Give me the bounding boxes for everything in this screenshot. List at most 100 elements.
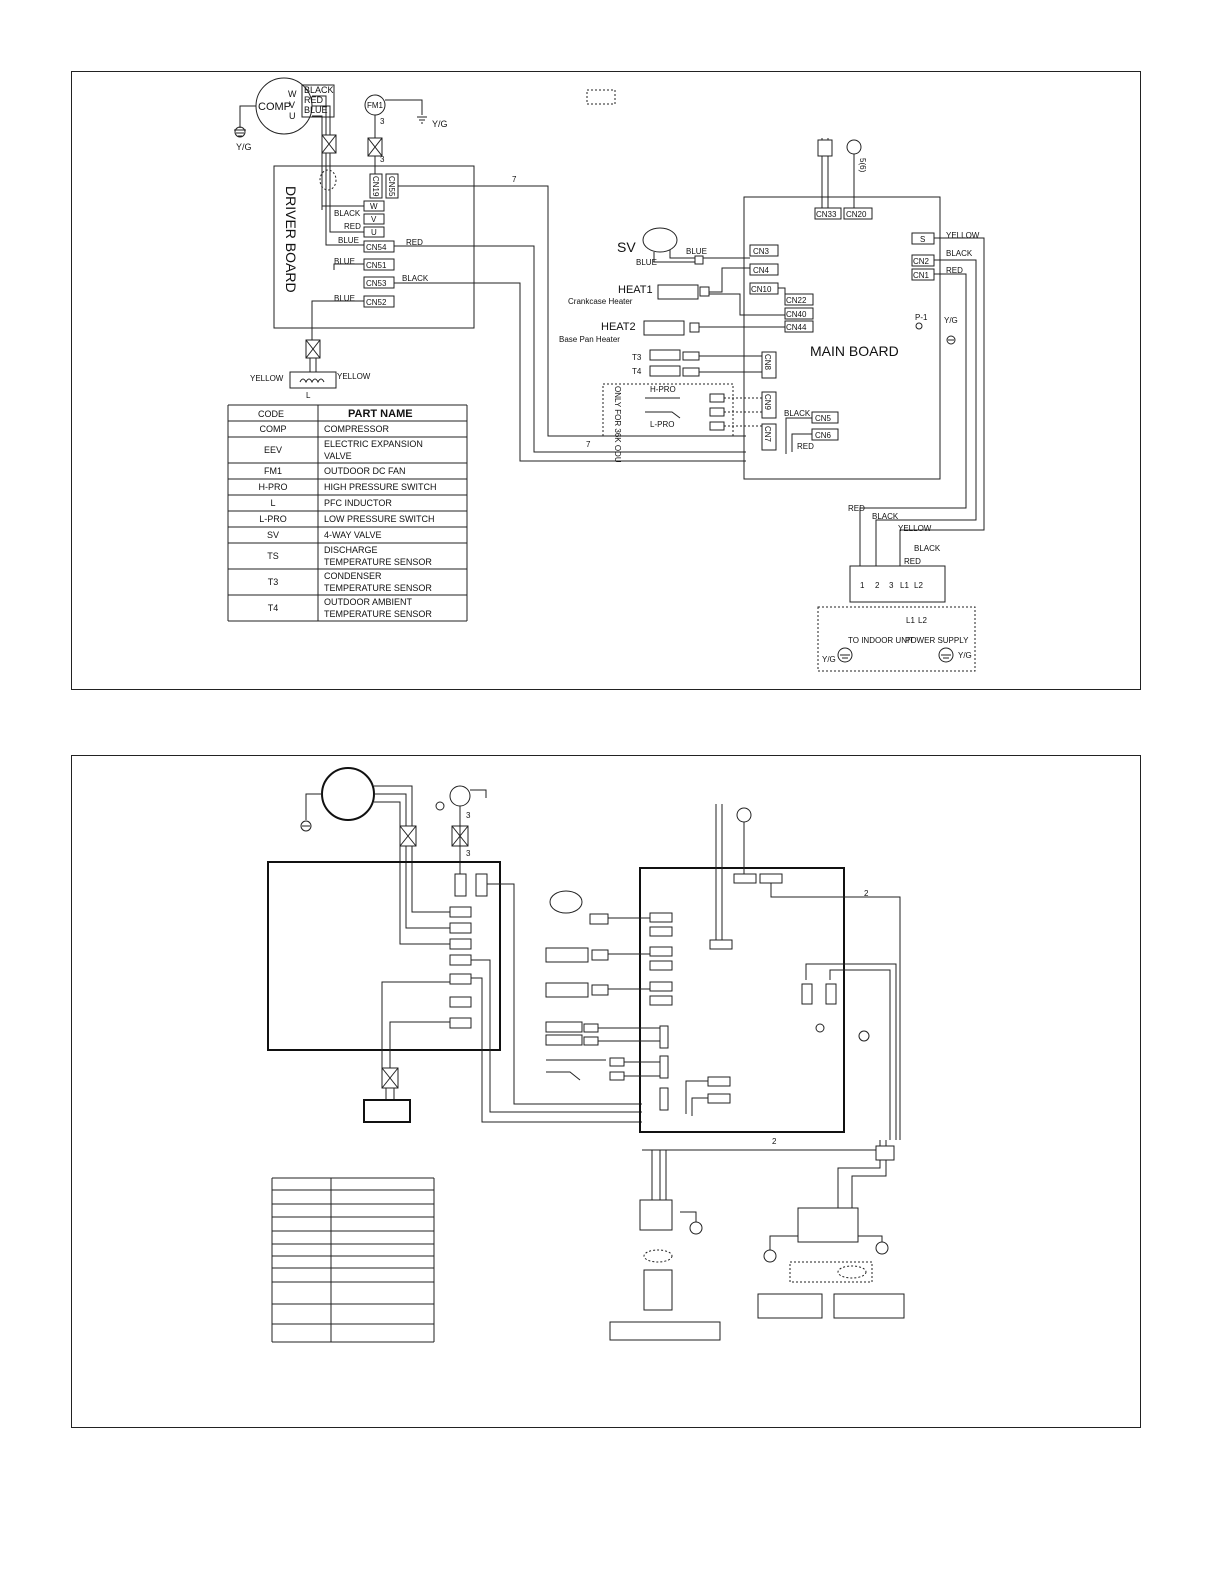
term-1: 1	[860, 581, 865, 590]
t3-symbol	[649, 349, 681, 361]
t4-symbol	[649, 365, 681, 377]
table-name-cell: LOW PRESSURE SWITCH	[324, 514, 435, 524]
cn9-label: CN9	[763, 394, 772, 411]
red-wire-label: RED	[946, 266, 963, 275]
terminal-block-2b	[797, 1207, 859, 1243]
pfc-inductor-2	[363, 1099, 411, 1123]
cn1-label: CN1	[913, 271, 930, 280]
ground-icon	[858, 1030, 870, 1042]
t3-label: T3	[632, 353, 642, 362]
cn22-label: CN22	[786, 296, 807, 305]
main-pin-2	[649, 912, 673, 923]
fan-motor-symbol-2	[449, 785, 471, 807]
gnd-left-label: Y/G	[822, 655, 836, 664]
t4-label: T4	[632, 367, 642, 376]
fan-label: FM1	[367, 101, 384, 110]
comp-label: COMP	[258, 101, 291, 113]
hpro-label: H-PRO	[650, 385, 676, 394]
term-l2: L2	[914, 581, 923, 590]
term-l1: L1	[900, 581, 909, 590]
driver-pin-2	[449, 1017, 472, 1029]
cn10-label: CN10	[751, 285, 772, 294]
main-pin-2	[649, 995, 673, 1006]
to-indoor-label: TO INDOOR UNIT	[848, 636, 914, 645]
cn6-wire-red: RED	[797, 442, 814, 451]
fan-gnd-label: Y/G	[432, 119, 448, 129]
term-wire-yellow: YELLOW	[898, 524, 932, 533]
heat1-label: HEAT1	[618, 284, 653, 296]
comp-wire-red: RED	[304, 95, 324, 105]
gnd-right-label: Y/G	[958, 651, 972, 660]
comp-wire-black: BLACK	[304, 85, 334, 95]
cn3-label: CN3	[753, 247, 770, 256]
cn19-connector	[369, 173, 383, 199]
heat1-desc: Crankcase Heater	[568, 297, 633, 306]
power-supply-label: POWER SUPPLY	[905, 636, 969, 645]
terminal-block	[849, 565, 946, 603]
ground-icon	[763, 1235, 798, 1263]
cn8-label: CN8	[763, 354, 772, 371]
wire-black-2: BLACK	[402, 274, 429, 283]
table-name-cell: HIGH PRESSURE SWITCH	[324, 482, 437, 492]
label-box-c	[833, 1293, 905, 1319]
heat2-symbol	[643, 320, 685, 336]
cn7-label: CN7	[763, 426, 772, 443]
main-board-title: MAIN BOARD	[810, 343, 899, 359]
wire-red-2: RED	[406, 238, 423, 247]
ground-icon	[946, 335, 956, 345]
table-name-cell: CONDENSER	[324, 571, 382, 581]
table-code-cell: L	[270, 498, 275, 508]
only-36k-note: ONLY FOR 36K ODU	[613, 386, 622, 463]
driver-pin-2	[449, 922, 472, 934]
term-wire-black: BLACK	[872, 512, 899, 521]
pfc-label: L	[306, 391, 311, 400]
cn5-wire-black: BLACK	[784, 409, 811, 418]
driver-pin-2	[449, 973, 472, 985]
main-pin-2	[649, 981, 673, 992]
l1-label: L1	[906, 616, 915, 625]
driver-pin-2	[449, 954, 472, 966]
eev-dashed-box	[586, 89, 616, 105]
table-name-cell: TEMPERATURE SENSOR	[324, 557, 432, 567]
comp-gnd-label: Y/G	[236, 142, 252, 152]
ground-icon	[234, 126, 246, 138]
wire-blue: BLUE	[338, 236, 359, 245]
yellow-wire-label: YELLOW	[946, 231, 980, 240]
heat1-symbol	[657, 284, 699, 300]
p1-terminal	[915, 322, 923, 330]
comp-pin-u: U	[289, 111, 296, 121]
table-code-cell: TS	[267, 551, 279, 561]
ground-icon	[435, 801, 445, 811]
ground-icon	[837, 647, 853, 663]
switches-dashed-box	[602, 383, 734, 437]
fan-count-2b: 3	[466, 849, 471, 858]
pin-u: U	[371, 228, 377, 237]
p1-gnd-label: Y/G	[944, 316, 958, 325]
wiring-diagram-unlabeled	[71, 755, 1141, 1428]
count-2a: 2	[864, 889, 869, 898]
wire-blue-3: BLUE	[334, 294, 355, 303]
fan-count-2a: 3	[466, 811, 471, 820]
main-pin-2	[649, 946, 673, 957]
heat2-label: HEAT2	[601, 321, 636, 333]
comp-wire-blue: BLUE	[304, 105, 328, 115]
cn5-label: CN5	[815, 414, 832, 423]
term-3: 3	[889, 581, 894, 590]
heat2-desc: Base Pan Heater	[559, 335, 620, 344]
main-board	[743, 196, 941, 480]
ground-icon	[680, 1211, 703, 1235]
fan-count-1: 3	[380, 117, 385, 126]
table-code-cell: COMP	[260, 424, 287, 434]
table-header-code: CODE	[258, 409, 284, 419]
wiring-diagram-labeled	[71, 71, 1141, 690]
pfc-wire-yellow-left: YELLOW	[250, 374, 284, 383]
table-name-cell: ELECTRIC EXPANSION	[324, 439, 423, 449]
sv-wire-blue-2: BLUE	[636, 258, 657, 267]
driver-board-title: DRIVER BOARD	[283, 186, 299, 293]
cn52-label: CN52	[366, 298, 387, 307]
cn2-label: CN2	[913, 257, 930, 266]
comp-pin-v: V	[289, 100, 295, 110]
wire-red: RED	[344, 222, 361, 231]
terminal-block-2a	[639, 1199, 673, 1231]
